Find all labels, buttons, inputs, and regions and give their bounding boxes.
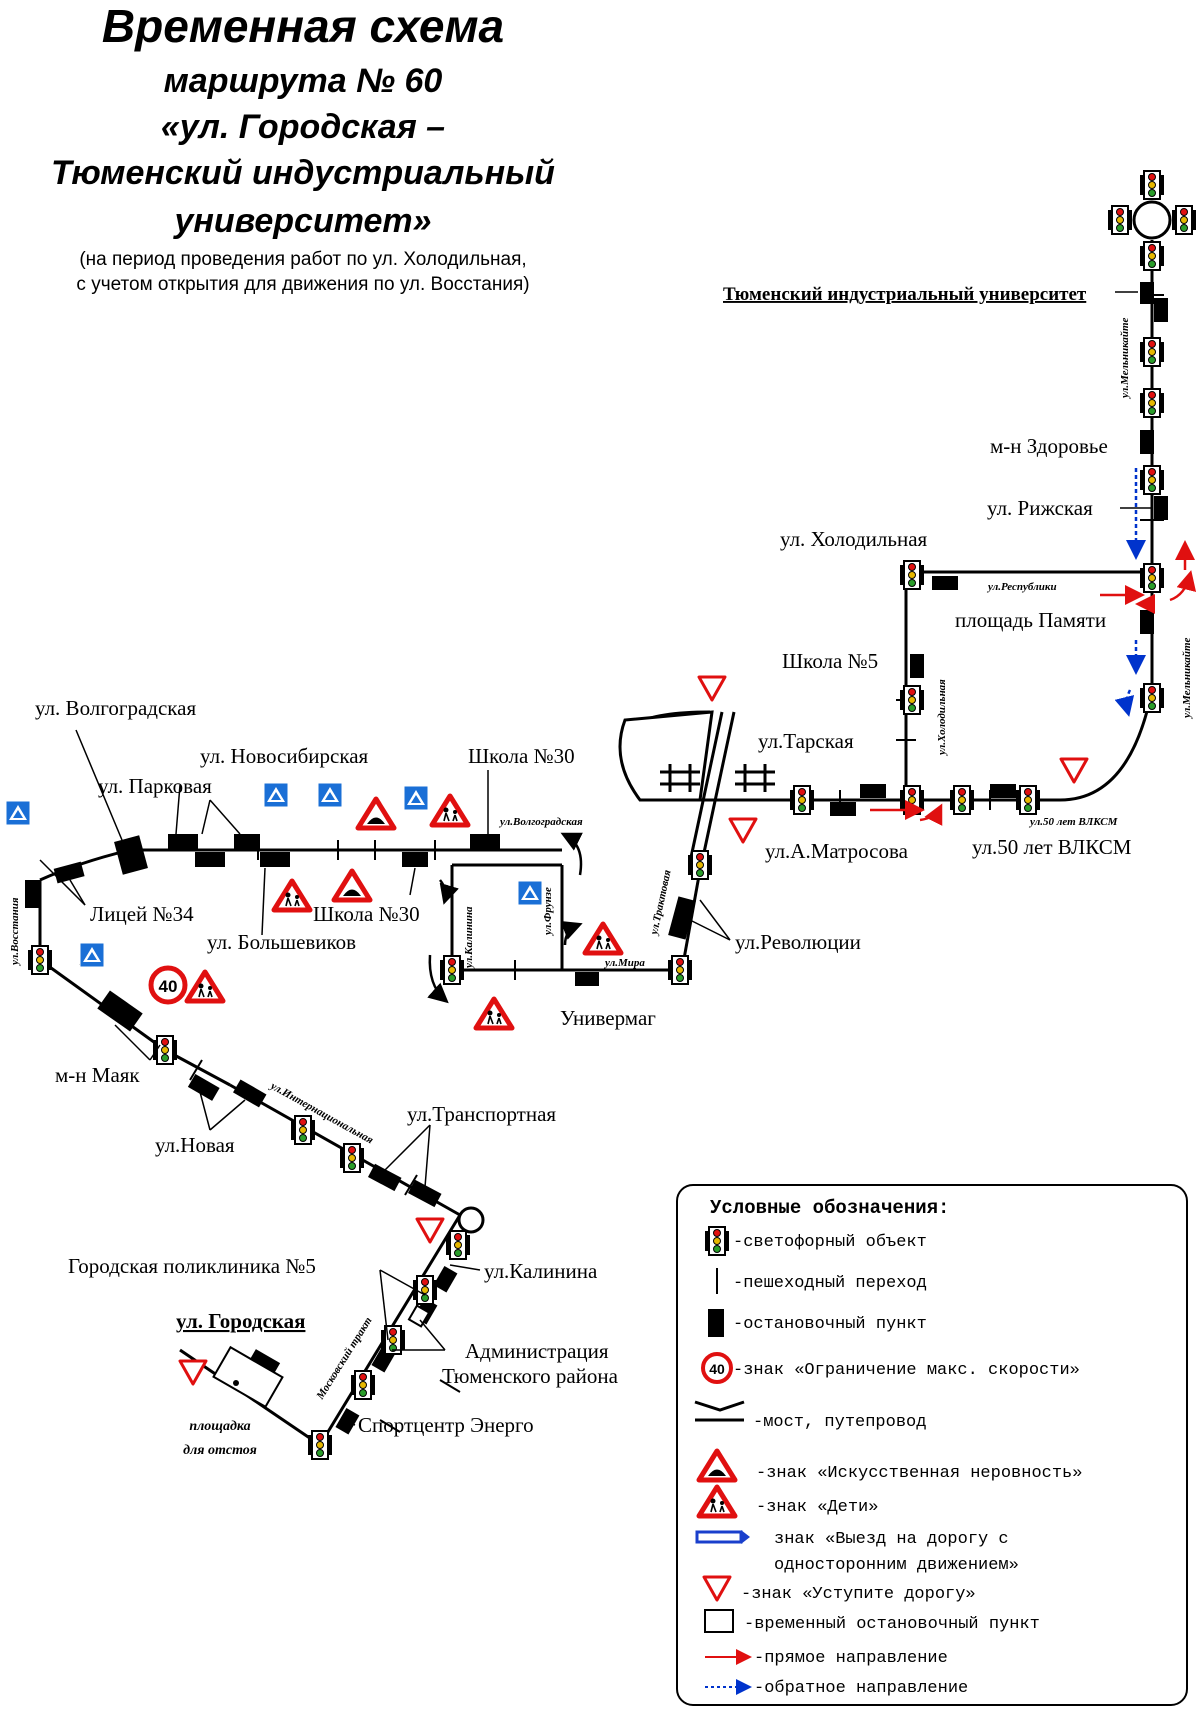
label-revolyutsii: ул.Революции xyxy=(735,930,861,954)
street-traktovaya: ул.Трактовая xyxy=(648,868,674,937)
street-vosstaniya: ул.Восстания xyxy=(9,897,21,967)
title-note1: (на период проведения работ по ул. Холод… xyxy=(79,249,526,270)
legend-item-yield: -знак «Уступите дорогу» xyxy=(741,1585,976,1604)
label-rizhskaya: ул. Рижская xyxy=(987,496,1093,520)
street-melnikaite-bottom: ул.Мельникайте xyxy=(1181,638,1193,720)
speed-limit-sign: 40 xyxy=(148,965,188,1005)
street-volgogradskaya: ул.Волгоградская xyxy=(498,816,583,828)
legend-item-reverse: -обратное направление xyxy=(754,1679,968,1698)
label-poliklinika: Городская поликлиника №5 xyxy=(68,1254,316,1278)
legend-item-bump: -знак «Искусственная неровность» xyxy=(756,1464,1082,1483)
street-vlksm: ул.50 лет ВЛКСМ xyxy=(1028,816,1119,828)
label-univermag: Универмаг xyxy=(560,1006,656,1030)
stop-labels: Тюменский индустриальный университет м-н… xyxy=(35,284,1132,1458)
legend-speed-value: 40 xyxy=(709,1361,725,1377)
title-line1: Временная схема xyxy=(102,0,504,52)
legend-item-trafficlight: -светофорный объект xyxy=(733,1233,927,1252)
label-vlksm: ул.50 лет ВЛКСМ xyxy=(972,835,1132,859)
label-ploshchadka1: площадка xyxy=(189,1419,250,1434)
legend-item-kids: -знак «Дети» xyxy=(756,1498,878,1517)
street-kalinina: ул.Калинина xyxy=(463,906,475,970)
label-zdorovie: м-н Здоровье xyxy=(990,434,1108,458)
label-gorodskaya: ул. Городская xyxy=(176,1309,305,1333)
direction-arrows xyxy=(427,468,1197,1004)
title-note2: с учетом открытия для движения по ул. Во… xyxy=(76,274,529,295)
title-note: (на период проведения работ по ул. Холод… xyxy=(76,249,529,295)
title-line2: маршрута № 60 xyxy=(164,62,443,100)
legend-texts: -светофорный объект -пешеходный переход … xyxy=(733,1233,1082,1698)
temporary-stop xyxy=(212,1345,284,1409)
legend-item-tempstop: -временный остановочный пункт xyxy=(744,1615,1040,1634)
legend-item-oneway2: односторонним движением» xyxy=(774,1556,1019,1575)
speed-limit-value: 40 xyxy=(159,977,178,996)
legend-item-forward: -прямое направление xyxy=(754,1649,948,1668)
label-litsey34: Лицей №34 xyxy=(90,902,194,926)
label-shkola30-top: Школа №30 xyxy=(468,744,575,768)
legend-item-crossing: -пешеходный переход xyxy=(733,1274,927,1293)
roundabout-kalinina xyxy=(457,1206,485,1234)
temporary-stop-dot xyxy=(233,1380,239,1386)
title-line4: Тюменский индустриальный xyxy=(51,154,555,192)
legend-item-stop: -остановочный пункт xyxy=(733,1315,927,1334)
legend-item-oneway1: знак «Выезд на дорогу с xyxy=(774,1530,1009,1549)
label-shkola30-bottom: Школа №30 xyxy=(313,902,420,926)
roundabout-north xyxy=(1132,200,1172,240)
label-kholodilnaya: ул. Холодильная xyxy=(780,527,928,551)
label-admin2: Тюменского района xyxy=(442,1364,619,1388)
legend-item-speed: -знак «Ограничение макс. скорости» xyxy=(733,1361,1080,1380)
label-transportnaya: ул.Транспортная xyxy=(407,1102,556,1126)
temporary-stop-admin xyxy=(407,1304,431,1328)
street-respubliki: ул.Республики xyxy=(986,581,1057,593)
label-matrosova: ул.А.Матросова xyxy=(765,839,909,863)
legend-box xyxy=(676,1184,1188,1706)
title-block: Временная схема маршрута № 60 «ул. Город… xyxy=(51,0,555,240)
label-volgogradskaya: ул. Волгоградская xyxy=(35,696,197,720)
label-energo: Спортцентр Энерго xyxy=(358,1413,534,1437)
label-novaya: ул.Новая xyxy=(155,1133,235,1157)
label-ploshchadka2: для отстоя xyxy=(183,1443,257,1458)
label-bolshevikov: ул. Большевиков xyxy=(207,930,356,954)
label-kalinina: ул.Калинина xyxy=(484,1259,598,1283)
title-line3: «ул. Городская – xyxy=(161,108,445,146)
label-tiu: Тюменский индустриальный университет xyxy=(723,284,1087,305)
label-ploshchad: площадь Памяти xyxy=(955,608,1106,632)
street-melnikaite-top: ул.Мельникайте xyxy=(1119,318,1131,400)
street-frunze: ул.Фрунзе xyxy=(542,887,554,937)
street-kholodilnaya: ул.Холодильная xyxy=(936,679,948,757)
legend-title: Условные обозначения: xyxy=(710,1197,949,1219)
title-line5: университет» xyxy=(172,202,431,240)
label-tarskaya: ул.Тарская xyxy=(758,729,854,753)
legend-item-bridge: -мост, путепровод xyxy=(753,1413,926,1432)
leader-lines xyxy=(39,291,1152,1426)
bridge xyxy=(660,764,775,792)
island xyxy=(618,710,714,802)
street-mira: ул.Мира xyxy=(603,957,645,969)
legend-symbols: 40 xyxy=(694,1226,752,1695)
label-admin1: Администрация xyxy=(465,1339,609,1363)
label-shkola5: Школа №5 xyxy=(782,649,878,673)
label-mayak: м-н Маяк xyxy=(55,1063,140,1087)
label-parkovaya: ул. Парковая xyxy=(98,774,212,798)
label-novosibirskaya: ул. Новосибирская xyxy=(200,744,369,768)
